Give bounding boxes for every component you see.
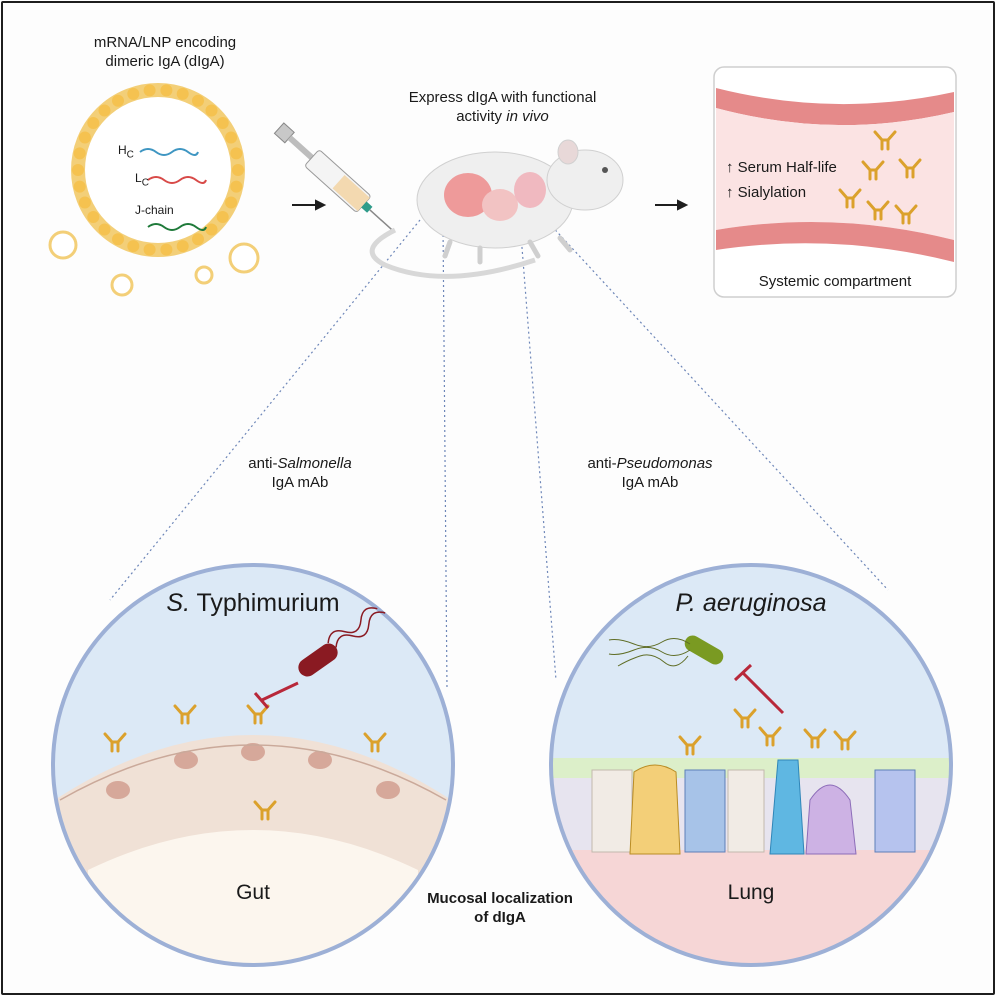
lipid-head [72, 164, 84, 176]
lung-epithelium [591, 759, 916, 855]
sialylation-label: Sialylation [737, 184, 807, 201]
lipid-head [216, 211, 229, 223]
lc-label-main: L [135, 171, 142, 185]
lipid-head [73, 180, 86, 193]
mouse-illustration [369, 139, 624, 279]
lipid-head [112, 94, 124, 107]
gut-mab-it: Salmonella [277, 455, 352, 472]
lipid-head [160, 84, 173, 97]
lipid-head [230, 180, 243, 193]
lipid-head [225, 131, 238, 144]
express-line1: Express dIgA with functional [408, 89, 597, 106]
salmonella-bacterium [298, 607, 386, 677]
lipid-head [176, 240, 189, 253]
express-line2: activity in vivo [380, 108, 625, 127]
lipid-head [232, 164, 244, 176]
hc-label-main: H [118, 143, 127, 157]
gut-circle [51, 563, 455, 967]
lipid-head [112, 233, 124, 246]
jchain-label: J-chain [135, 203, 174, 217]
hc-label-sub: C [126, 149, 134, 161]
express-caption: Express dIgA with functional activity in… [380, 89, 625, 127]
sialylation-arrow: ↑ [726, 184, 734, 201]
lipid-head [216, 117, 229, 129]
lipid-head [78, 196, 91, 209]
syringe [273, 122, 395, 233]
lnp-title-line1: mRNA/LNP encoding [93, 34, 237, 51]
lung-mab-line2: IgA mAb [621, 473, 679, 491]
lc-label: LC [135, 171, 149, 190]
mucosal-line1: Mucosal localization [427, 890, 573, 907]
serum-label: Serum Half-life [737, 159, 837, 176]
lung-mab-it: Pseudomonas [616, 455, 713, 472]
lipid-head [127, 240, 140, 253]
gut-mab-line1: anti-Salmonella [230, 455, 370, 474]
lipid-head [127, 87, 140, 100]
lung-circle [549, 563, 953, 967]
lipid-head [205, 104, 218, 117]
serum-arrow: ↑ [726, 159, 734, 176]
lipid-head [87, 117, 100, 129]
lipid-head [160, 243, 173, 256]
serum-half-life: ↑ Serum Half-life [726, 159, 837, 178]
lipid-head [225, 196, 238, 209]
lung-mab-line1: anti-Pseudomonas [570, 455, 730, 474]
lipid-head [176, 87, 189, 100]
small-lnps [48, 230, 260, 297]
express-line2-pre: activity [456, 107, 507, 125]
sialylation: ↑ Sialylation [726, 184, 806, 203]
arrows [292, 199, 689, 211]
systemic-caption: Systemic compartment [758, 273, 912, 290]
gut-title-it: S. [166, 589, 191, 617]
lipid-head [87, 211, 100, 223]
gut-title: S. Typhimurium [140, 588, 366, 619]
gut-mab-line2: IgA mAb [271, 473, 329, 491]
mucosal-line2: of dIgA [474, 908, 526, 926]
lipid-head [205, 223, 218, 236]
gut-mab-label: anti-Salmonella IgA mAb [230, 455, 370, 493]
mucosal-caption: Mucosal localization of dIgA [395, 890, 605, 928]
pseudomonas-bacterium [608, 635, 724, 667]
lung-mab-label: anti-Pseudomonas IgA mAb [570, 455, 730, 493]
gut-label: Gut [236, 881, 270, 904]
lipid-head [143, 243, 156, 256]
systemic-panel [713, 66, 957, 298]
lipid-head [143, 84, 156, 97]
lung-mab-pre: anti- [587, 455, 617, 472]
lipid-head [98, 223, 111, 236]
lipid-head [192, 233, 204, 246]
hc-label: HC [118, 143, 134, 162]
connector-lines [109, 207, 889, 691]
lipid-head [230, 147, 243, 160]
lc-label-sub: C [141, 177, 149, 189]
express-line2-it: in vivo [506, 107, 549, 125]
lnp-title: mRNA/LNP encoding dimeric IgA (dIgA) [55, 34, 275, 72]
gut-title-rest: Typhimurium [190, 589, 340, 617]
lipid-head [73, 147, 86, 160]
lipid-head [98, 104, 111, 117]
lipid-head [192, 94, 204, 107]
lipid-head [78, 131, 91, 144]
lnp-particle [71, 83, 245, 257]
lnp-title-line2: dimeric IgA (dIgA) [105, 52, 225, 70]
lung-title: P. aeruginosa [675, 589, 827, 617]
gut-mab-pre: anti- [248, 455, 278, 472]
lung-label: Lung [727, 881, 775, 904]
